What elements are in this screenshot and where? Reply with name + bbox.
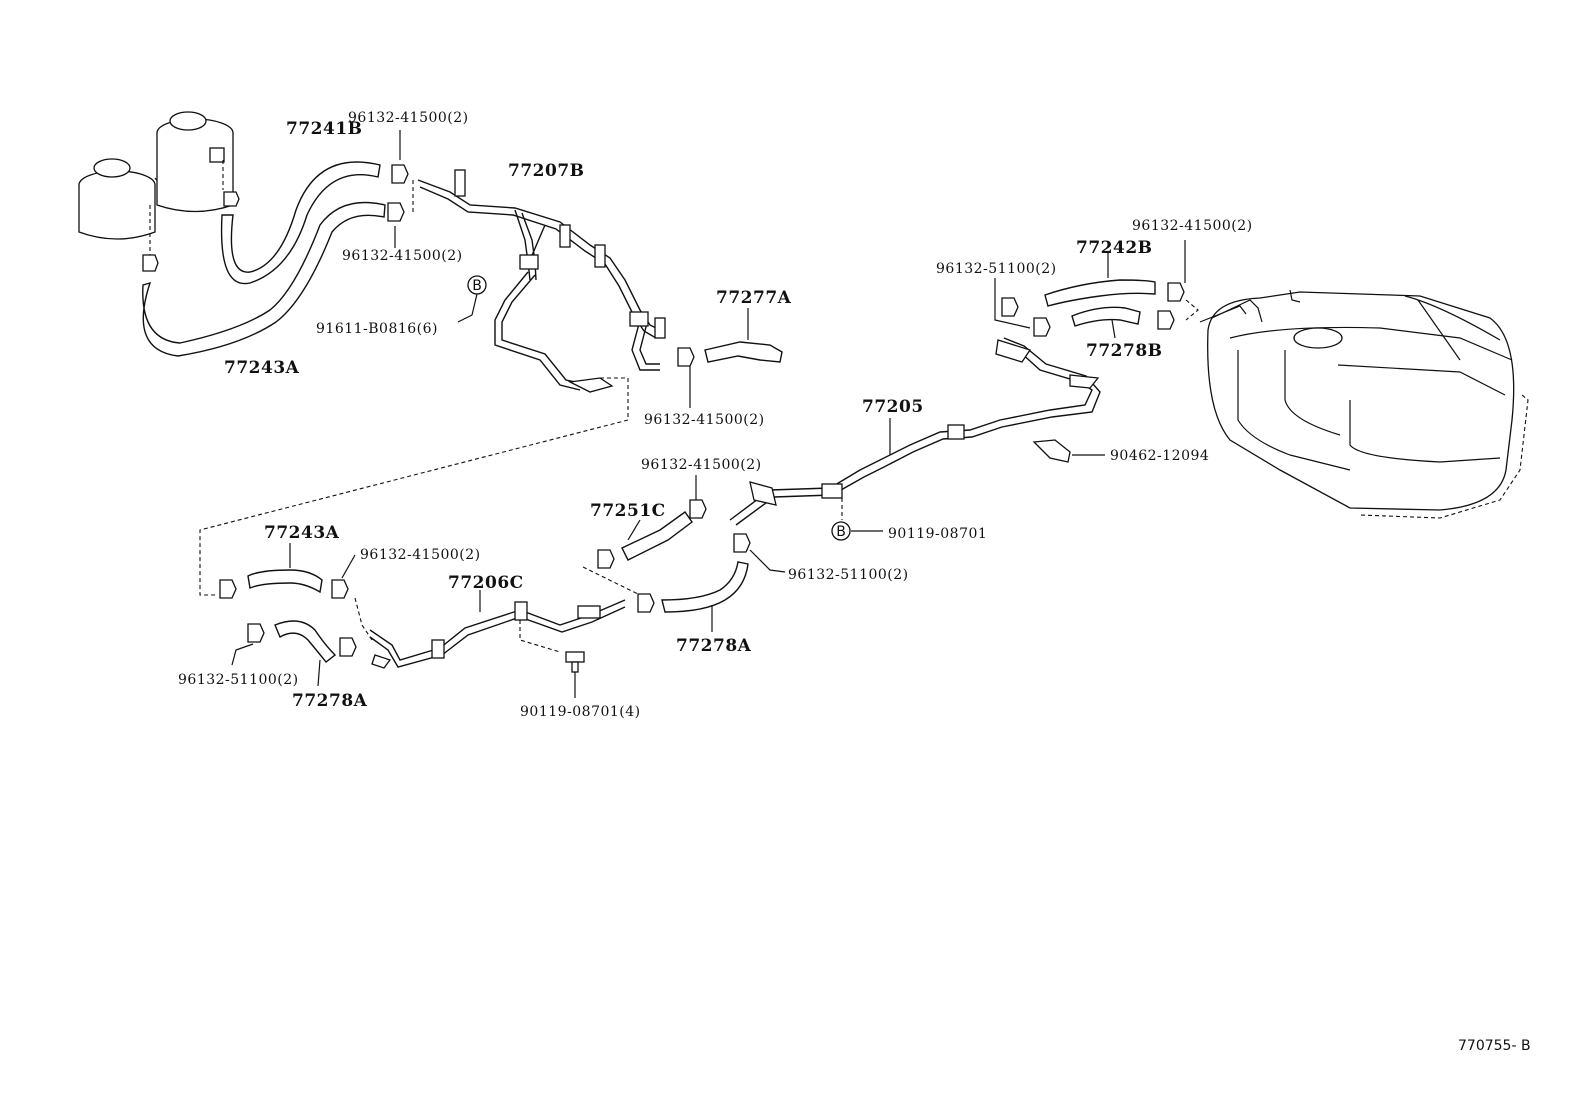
- diagram-code: 770755- B: [1458, 1038, 1531, 1054]
- clamp-90462: [1032, 439, 1071, 463]
- hose-clip: [689, 499, 707, 519]
- label-77243A-top: 77243A: [224, 358, 300, 378]
- pipe-77206C: [369, 599, 626, 669]
- hose-77243A-top: [142, 201, 386, 357]
- hose-clip: [1167, 282, 1185, 302]
- hose-77278A-bottom: [274, 620, 337, 663]
- bolt-marker-label: B: [472, 278, 482, 294]
- bolt-marker: [831, 521, 851, 541]
- hose-clip: [677, 347, 695, 367]
- label-90119-08701-4: 90119-08701(4): [520, 704, 641, 720]
- hose-clip: [223, 191, 240, 207]
- bolt-90119: [565, 651, 585, 698]
- hose-77278B: [1071, 306, 1141, 327]
- label-77207B: 77207B: [508, 161, 585, 181]
- label-77243A-bottom: 77243A: [264, 523, 340, 543]
- bolt-marker-label: B: [836, 524, 846, 540]
- hose-77277A: [704, 341, 783, 363]
- hose-clip: [142, 254, 159, 272]
- pipe-77207B: [417, 169, 666, 393]
- label-77251C: 77251C: [590, 501, 666, 521]
- label-77242B: 77242B: [1076, 238, 1153, 258]
- label-77277A: 77277A: [716, 288, 792, 308]
- label-96132-51100-mid: 96132-51100(2): [788, 567, 909, 583]
- hose-clip: [391, 164, 409, 184]
- label-77241B: 77241B: [286, 119, 363, 139]
- fuel-tank: [1199, 289, 1529, 519]
- hose-clip: [331, 579, 349, 599]
- hose-77242B: [1044, 279, 1156, 307]
- label-96132-41500-lower: 96132-41500(2): [641, 457, 762, 473]
- label-96132-41500-left: 96132-41500(2): [360, 547, 481, 563]
- label-77206C: 77206C: [448, 573, 524, 593]
- label-77278A-bottom: 77278A: [292, 691, 368, 711]
- hose-clip: [597, 549, 615, 569]
- label-77205: 77205: [862, 397, 924, 417]
- label-77278A-middle: 77278A: [676, 636, 752, 656]
- hose-clip: [219, 579, 237, 599]
- label-91611-B0816: 91611-B0816(6): [316, 321, 438, 337]
- hose-clip: [637, 593, 655, 613]
- hose-clip: [1001, 297, 1019, 317]
- label-90462-12094: 90462-12094: [1110, 448, 1209, 464]
- reservoir-left: [78, 158, 161, 255]
- label-77278B: 77278B: [1086, 341, 1163, 361]
- hose-clip: [1157, 310, 1175, 330]
- hose-77251C: [621, 511, 693, 561]
- hose-77243A-bottom: [247, 569, 323, 594]
- hose-clip: [339, 637, 357, 657]
- label-90119-08701: 90119-08701: [888, 526, 987, 542]
- pipe-77205: [729, 337, 1101, 526]
- label-96132-41500-tank: 96132-41500(2): [1132, 218, 1253, 234]
- label-96132-51100-left: 96132-51100(2): [178, 672, 299, 688]
- label-96132-41500-top: 96132-41500(2): [348, 110, 469, 126]
- label-96132-51100-tank: 96132-51100(2): [936, 261, 1057, 277]
- hose-clip: [1033, 317, 1051, 337]
- hose-77241B: [220, 161, 381, 285]
- label-96132-41500-mid: 96132-41500(2): [342, 248, 463, 264]
- hose-clip: [387, 202, 405, 222]
- hose-77278A-middle: [661, 561, 749, 613]
- reservoir-right: [156, 111, 234, 213]
- label-96132-41500-right: 96132-41500(2): [644, 412, 765, 428]
- hose-clip: [733, 533, 751, 553]
- hose-clip: [247, 623, 265, 643]
